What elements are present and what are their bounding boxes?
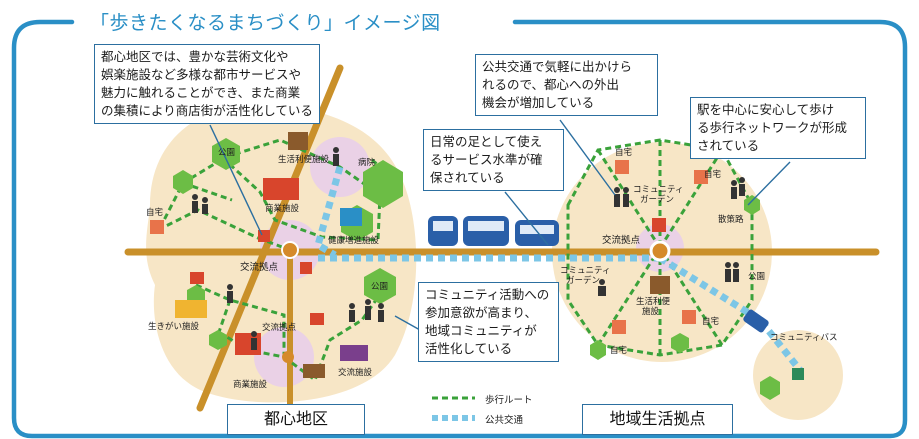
diagram-title: 「歩きたくなるまちづくり」イメージ図	[90, 12, 441, 34]
community-bus-icon	[743, 309, 769, 333]
building-icon	[303, 364, 325, 378]
label-home: 自宅	[146, 208, 164, 218]
home-icon	[300, 262, 312, 274]
park-hex-icon	[363, 160, 403, 208]
person-icon	[623, 187, 629, 193]
bus-stop-icon	[792, 368, 804, 380]
person-icon	[733, 262, 739, 268]
hub-nodes	[281, 240, 671, 363]
home-icon	[682, 310, 696, 324]
legend-walk-route: 歩行ルート	[485, 395, 533, 406]
person-icon	[725, 262, 731, 268]
person-icon	[365, 299, 371, 305]
label-ikigai-facility: 生きがい施設	[148, 322, 200, 332]
callout-urban-center: 都心地区では、豊かな芸術文化や 娯楽施設など多様な都市サービスや 魅力に触れるこ…	[94, 44, 320, 124]
label-hospital: 病院	[358, 158, 376, 168]
hub-node	[282, 351, 294, 363]
label-park: 公園	[218, 148, 236, 158]
person-icon	[614, 187, 620, 193]
park-hex-icon	[173, 170, 193, 194]
home-icon	[310, 313, 324, 325]
person-icon	[251, 331, 257, 337]
people-icons	[192, 147, 745, 350]
label-home-local-4: 自宅	[610, 346, 628, 356]
label-living-facility: 生活利便施設	[278, 155, 330, 165]
label-commercial: 商業施設	[265, 204, 300, 214]
label-exchange-hub-local: 交流拠点	[602, 235, 641, 246]
label-home-local-3: 自宅	[702, 317, 720, 327]
label-community-garden-2a: コミュニティ	[560, 266, 611, 276]
transit-lines	[313, 166, 803, 373]
person-icon	[192, 194, 198, 200]
home-icon	[615, 160, 629, 174]
label-home-local-2: 自宅	[704, 170, 722, 180]
callout-pointers	[209, 119, 791, 331]
home-icon	[652, 218, 666, 232]
callout-public-transport: 公共交通で気軽に出かけら れるので、都心への外出 機会が増加している	[475, 54, 658, 116]
home-icon	[612, 320, 626, 334]
label-park-local: 公園	[748, 272, 766, 282]
commercial-building-icon	[235, 333, 261, 355]
home-icon	[190, 272, 204, 284]
label-community-garden-1a: コミュニティ	[633, 185, 684, 195]
label-community-garden-1b: ガーデン	[640, 195, 675, 205]
person-icon	[599, 279, 605, 285]
park-hex-icon	[212, 138, 240, 170]
label-community-bus: コミュニティバス	[770, 333, 838, 343]
home-icon	[150, 220, 164, 234]
home-icon	[694, 170, 708, 184]
transit-line-bus	[658, 255, 803, 373]
label-living-facility-local-a: 生活利便	[636, 297, 671, 307]
person-icon	[731, 180, 737, 186]
label-community-garden-2b: ガーデン	[566, 276, 601, 286]
callout-walking-network: 駅を中心に安心して歩け る歩行ネットワークが形成 されている	[690, 97, 866, 159]
callout-community: コミュニティ活動への 参加意欲が高まり、 地域コミュニティが 活性化している	[418, 282, 559, 362]
park-hex-icon	[590, 340, 606, 360]
area-label-local: 地域生活拠点	[582, 404, 733, 435]
park-hex-icon	[760, 376, 780, 400]
label-health-facility: 健康増進施設	[328, 236, 380, 246]
hub-node	[649, 240, 671, 262]
callout-daily-service: 日常の足として使え るサービス水準が確 保されている	[423, 129, 564, 191]
park-hex-icon	[364, 268, 396, 304]
person-icon	[227, 284, 233, 290]
living-building-icon	[650, 276, 670, 294]
health-building-icon	[340, 208, 362, 226]
person-icon	[202, 197, 208, 203]
label-walking-path: 散策路	[718, 215, 744, 225]
label-living-facility-local-b: 施設	[642, 307, 660, 317]
person-icon	[349, 303, 355, 309]
exchange-building-icon	[340, 345, 368, 361]
label-exchange-hub-urban: 交流拠点	[240, 262, 279, 273]
park-hex-icon	[671, 333, 689, 353]
label-exchange-facility: 交流施設	[338, 368, 373, 378]
commercial-building-icon	[263, 178, 299, 200]
label-home-local-1: 自宅	[615, 148, 633, 158]
label-exchange-hub-urban-2: 交流拠点	[262, 323, 297, 333]
hub-node	[281, 241, 299, 259]
outer-frame	[11, 19, 908, 439]
label-park-2: 公園	[371, 282, 389, 292]
legend-public-transport: 公共交通	[485, 415, 524, 426]
area-label-urban: 都心地区	[227, 404, 365, 435]
person-icon	[333, 147, 339, 153]
transit-line-urban	[313, 166, 344, 259]
living-building-icon	[288, 132, 308, 150]
person-icon	[378, 303, 384, 309]
label-commercial-2: 商業施設	[233, 380, 268, 390]
park-hex-icon	[744, 195, 760, 215]
ikigai-building-icon	[175, 300, 207, 318]
trains	[428, 216, 769, 333]
person-icon	[739, 177, 745, 183]
park-hex-icon	[209, 330, 227, 350]
